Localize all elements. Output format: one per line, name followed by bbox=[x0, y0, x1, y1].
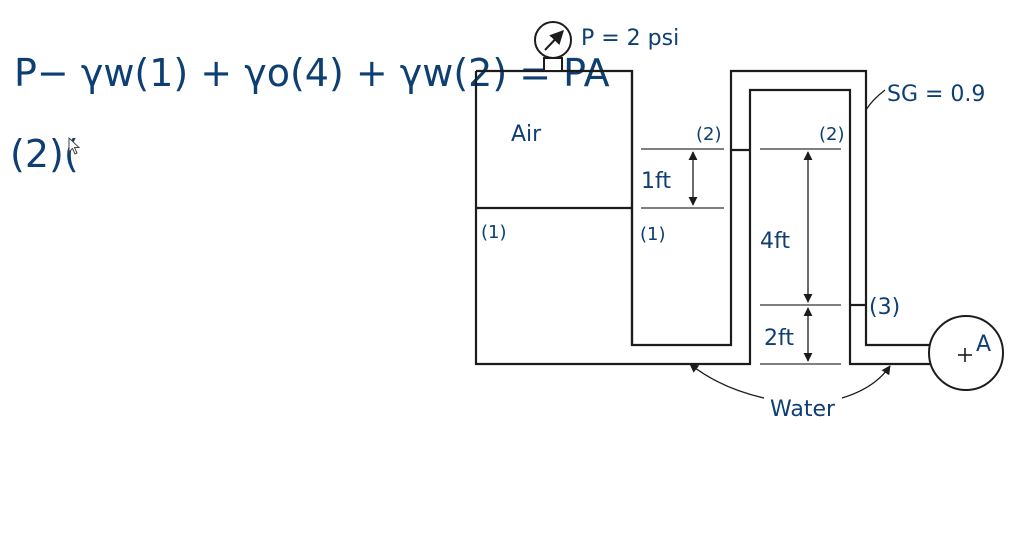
specific-gravity-label: SG = 0.9 bbox=[887, 82, 985, 107]
equation-line-2: (2)( bbox=[10, 132, 79, 176]
water-arrow-right bbox=[841, 365, 891, 399]
level-label-top-2-right: (2) bbox=[819, 124, 845, 145]
dimension-label-1ft: 1ft bbox=[641, 169, 671, 194]
dimension-label-4ft: 4ft bbox=[760, 229, 790, 254]
level-label-tank-1: (1) bbox=[481, 222, 507, 243]
outer-wall bbox=[474, 69, 930, 366]
water-label: Water bbox=[770, 397, 836, 422]
dimension-label-2ft: 2ft bbox=[764, 326, 794, 351]
water-arrow-left bbox=[689, 363, 765, 399]
equation-line-1: P− γw(1) + γo(4) + γw(2) = PA bbox=[14, 51, 610, 95]
sg-leader-line bbox=[865, 89, 886, 111]
level-label-leg-1: (1) bbox=[640, 224, 666, 245]
air-label: Air bbox=[511, 122, 542, 147]
point-a-label: A bbox=[976, 332, 991, 357]
level-label-top-2-left: (2) bbox=[696, 124, 722, 145]
manometer-diagram bbox=[474, 69, 930, 366]
point-a-vessel bbox=[928, 315, 1004, 391]
gauge-pressure-label: P = 2 psi bbox=[581, 26, 679, 51]
mouse-pointer-icon bbox=[68, 136, 81, 155]
level-label-point-3: (3) bbox=[869, 295, 900, 320]
pressure-gauge-icon bbox=[534, 21, 572, 72]
